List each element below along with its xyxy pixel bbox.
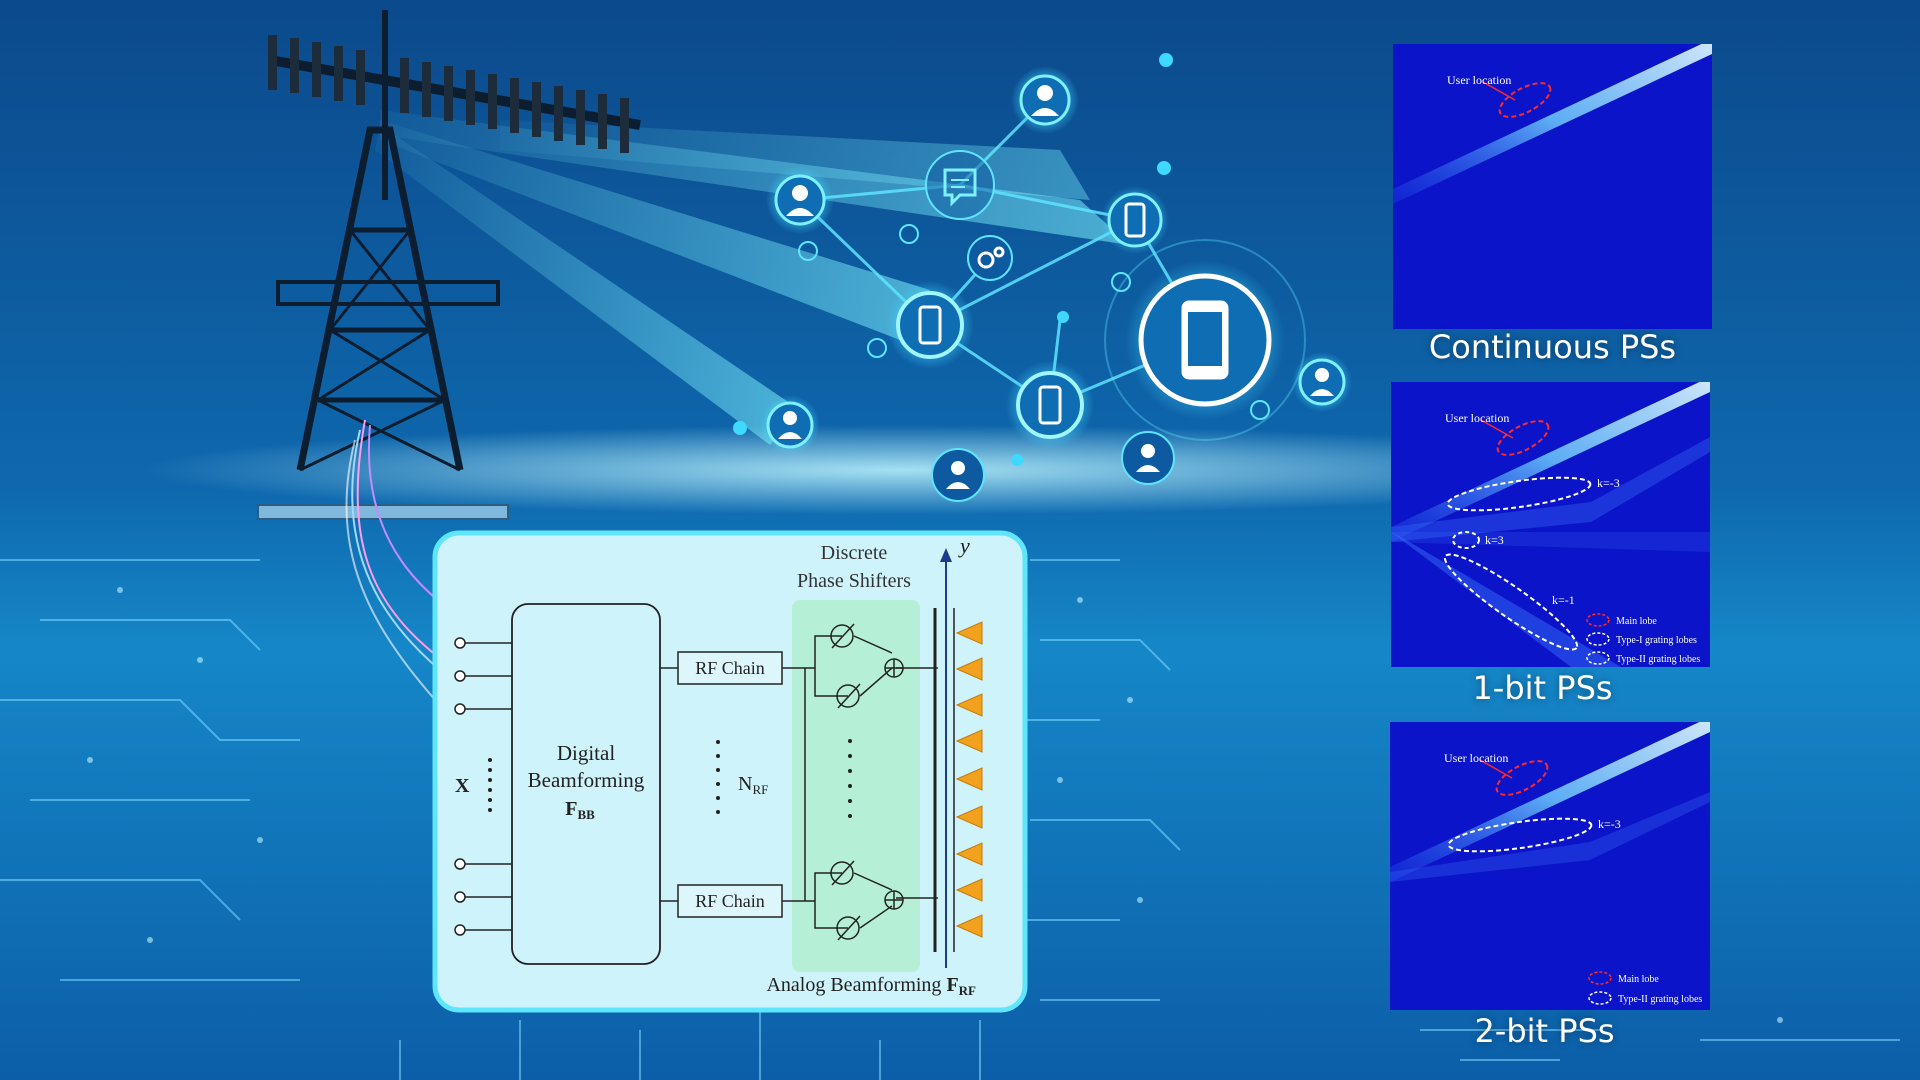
legend-type2: Type-II grating lobes [1618,994,1702,1005]
svg-text:NRF: NRF [738,773,768,797]
rf-dots [716,740,720,814]
legend-main-lobe: Main lobe [1616,616,1657,627]
phone-screen [1188,312,1222,366]
main-lobe [1393,44,1712,204]
grating-lobe-k-1 [1443,553,1579,651]
lobe-label-k3: k=3 [1485,533,1504,547]
user-location-label: User location [1445,411,1509,425]
digital-line1: Digital [557,741,615,765]
tower-icon [257,10,641,520]
user-location-label: User location [1447,73,1511,87]
legend-type2: Type-II grating lobes [1616,654,1700,665]
caption-continuous: Continuous PSs [1428,328,1677,366]
gear-icon [977,246,1005,269]
phase-shifter-icon [830,623,861,941]
svg-text:Analog Beamforming FRF: Analog Beamforming FRF [766,974,976,998]
user-location-label: User location [1444,751,1508,765]
output-arrowhead [940,548,952,562]
grating-lobe-k3 [1452,531,1480,549]
tower-antennas [268,35,629,153]
nrf-subscript: RF [752,782,768,797]
discrete-label-line1: Discrete [821,542,888,564]
user-location-marker [1498,82,1552,118]
beam-pattern-2bit: User location k=-3 Main lobe Type-II gra… [1390,722,1710,1010]
hybrid-beamforming-diagram: X Digital Beamforming FBB RF Chain RF Ch… [432,530,1028,1013]
digital-line2: Beamforming [528,768,645,792]
horizon-glow [140,425,1660,515]
legend: Main lobe Type-I grating lobes Type-II g… [1586,613,1700,665]
chat-icon [943,168,977,207]
digital-beamforming-block [511,603,661,965]
rf-chain-top [677,651,783,685]
caption-2bit: 2-bit PSs [1474,1012,1615,1050]
analog-symbol: F [946,974,958,996]
lobe-label-k-3: k=-3 [1598,817,1621,831]
grating-lobe-k-3 [1447,817,1593,853]
rf-chain-top-label: RF Chain [695,658,765,678]
input-lines [465,642,512,931]
analog-label: Analog Beamforming [766,974,946,996]
rf-chain-bottom [677,884,783,918]
analog-panel [792,600,920,972]
analog-subscript: RF [959,983,976,998]
digital-subscript: BB [577,807,595,822]
beam-pattern-1bit: User location k=-3 k=3 k=-1 Main lobe Ty… [1391,382,1710,667]
rf-links [660,667,805,902]
legend: Main lobe Type-II grating lobes [1588,971,1702,1005]
svg-text:FBB: FBB [565,798,595,822]
beam-pattern-continuous: User location [1393,44,1712,329]
output-label: y [958,533,970,558]
adder-icon [884,658,904,910]
digital-symbol: F [565,798,577,820]
circuit-floor [0,559,1900,1080]
lobe-label-k-3: k=-3 [1597,476,1620,490]
legend-type1: Type-I grating lobes [1616,635,1697,646]
discrete-label-line2: Phase Shifters [797,570,911,592]
input-ports [454,637,466,936]
ps-dots [848,739,852,818]
nrf-label: N [738,773,752,795]
user-location-pointer [1482,81,1516,101]
caption-1bit: 1-bit PSs [1472,669,1613,707]
antenna-icon [955,621,983,938]
input-label: X [455,775,470,797]
user-icon [778,85,1334,489]
grating-lobe-k-3 [1446,476,1592,512]
legend-main-lobe: Main lobe [1618,974,1659,985]
input-dots [488,758,492,812]
lobe-label-k-1: k=-1 [1552,593,1575,607]
rf-chain-bottom-label: RF Chain [695,891,765,911]
